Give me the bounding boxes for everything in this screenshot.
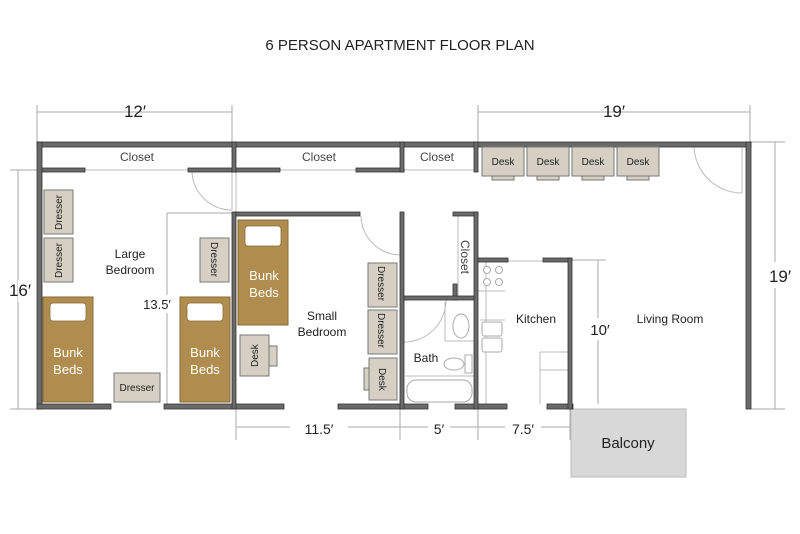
living-room-label: Living Room: [637, 312, 704, 326]
dim-kitchen: 7.5′: [512, 421, 534, 437]
plan-title: 6 PERSON APARTMENT FLOOR PLAN: [265, 37, 534, 54]
small-bedroom-label-2: Bedroom: [298, 325, 347, 339]
small-bedroom-label-1: Small: [307, 309, 337, 323]
closet-large-bedroom: Closet: [120, 150, 155, 164]
svg-text:Dresser: Dresser: [54, 194, 65, 230]
svg-text:Beds: Beds: [249, 285, 279, 300]
dresser: Dresser: [113, 372, 161, 403]
desk: Desk: [363, 357, 398, 401]
svg-text:Bunk: Bunk: [53, 345, 83, 360]
dim-large-bedroom: 13.5′: [143, 297, 171, 312]
dim-top-right: 19′: [603, 102, 625, 121]
dim-left: 16′: [9, 281, 31, 300]
svg-text:Dresser: Dresser: [375, 266, 386, 302]
svg-text:Bunk: Bunk: [190, 345, 220, 360]
closet-hall: Closet: [420, 150, 455, 164]
kitchen-label: Kitchen: [516, 312, 556, 326]
walls: [36, 141, 752, 410]
toilet: [443, 354, 473, 374]
svg-text:Beds: Beds: [190, 362, 220, 377]
interior-lines: [42, 169, 568, 404]
bathtub: [406, 379, 473, 403]
dim-bath: 5′: [434, 421, 445, 437]
svg-text:Desk: Desk: [250, 343, 261, 367]
dim-right: 19′: [769, 267, 791, 286]
svg-text:Dresser: Dresser: [119, 383, 155, 394]
large-bedroom-label-1: Large: [115, 247, 146, 261]
dresser: Dresser: [43, 237, 74, 283]
dresser: Dresser: [199, 237, 230, 283]
svg-text:Bunk: Bunk: [249, 268, 279, 283]
bath-label: Bath: [414, 351, 439, 365]
balcony-label: Balcony: [601, 435, 655, 452]
svg-text:Desk: Desk: [492, 157, 516, 168]
closet-bath: Closet: [458, 240, 472, 275]
desk: Desk: [571, 146, 615, 181]
sink: [452, 313, 470, 339]
balcony: [570, 408, 687, 478]
svg-text:Dresser: Dresser: [54, 242, 65, 278]
dim-living-room: 10′: [590, 322, 610, 339]
desk: Desk: [239, 334, 278, 377]
svg-text:Desk: Desk: [376, 368, 387, 392]
dim-small-bedroom: 11.5′: [305, 421, 334, 437]
svg-text:Desk: Desk: [537, 157, 561, 168]
svg-text:Dresser: Dresser: [208, 242, 219, 278]
desk: Desk: [481, 146, 525, 181]
dresser: Dresser: [43, 189, 74, 235]
bunk-beds: Bunk Beds: [42, 296, 94, 403]
svg-text:Beds: Beds: [53, 362, 83, 377]
bunk-beds: Bunk Beds: [179, 296, 231, 403]
dresser: Dresser: [367, 309, 398, 355]
stove: [483, 266, 503, 286]
svg-text:Desk: Desk: [582, 157, 606, 168]
desk: Desk: [616, 146, 660, 181]
desk: Desk: [526, 146, 570, 181]
dresser: Dresser: [367, 262, 398, 308]
large-bedroom-label-2: Bedroom: [106, 263, 155, 277]
bunk-beds: Bunk Beds: [237, 219, 289, 326]
svg-text:Dresser: Dresser: [375, 313, 386, 349]
dim-top-left: 12′: [124, 102, 146, 121]
kitchen-sink: [481, 321, 503, 353]
svg-text:Desk: Desk: [627, 157, 651, 168]
closet-small-bedroom: Closet: [302, 150, 337, 164]
